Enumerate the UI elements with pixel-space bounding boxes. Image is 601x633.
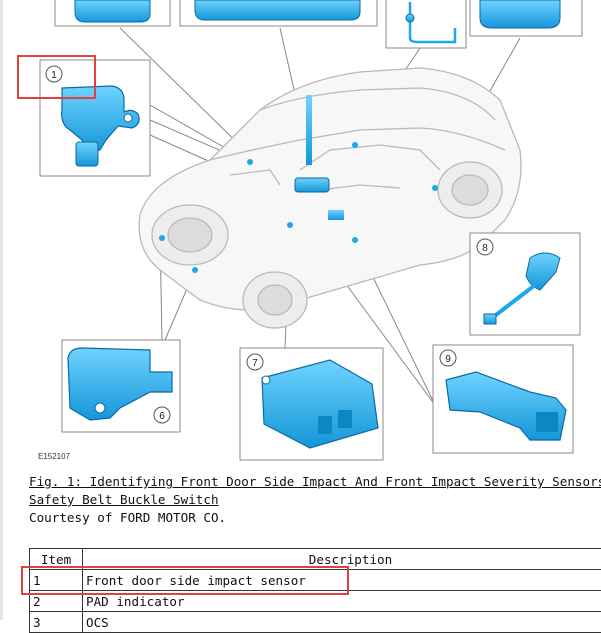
cell-item: 2: [30, 591, 83, 612]
callout-7: 7: [252, 358, 258, 369]
cell-description: OCS: [83, 612, 601, 633]
table-row: 3 OCS: [30, 612, 601, 633]
cell-description: PAD indicator: [83, 591, 601, 612]
component-6-front-impact-severity-sensor: 6: [62, 340, 180, 432]
items-table: Item Description 1 Front door side impac…: [29, 548, 601, 633]
table-row: 2 PAD indicator: [30, 591, 601, 612]
component-8-safety-belt-buckle-switch: 8: [470, 233, 580, 335]
component-7-restraints-control-module: 7: [240, 348, 383, 460]
caption-courtesy: Courtesy of FORD MOTOR CO.: [29, 509, 601, 527]
table-header-row: Item Description: [30, 549, 601, 570]
cell-description: Front door side impact sensor: [83, 570, 601, 591]
callout-1: 1: [51, 70, 57, 81]
callout-8: 8: [482, 243, 488, 254]
header-description: Description: [83, 549, 601, 570]
table-row: 1 Front door side impact sensor: [30, 570, 601, 591]
header-item: Item: [30, 549, 83, 570]
figure-id: E152107: [38, 452, 70, 461]
figure-caption: Fig. 1: Identifying Front Door Side Impa…: [29, 473, 601, 527]
caption-title-line1: Fig. 1: Identifying Front Door Side Impa…: [29, 474, 601, 489]
component-9-occupant-classification-sensor: 9: [433, 345, 573, 453]
caption-title-line2: Safety Belt Buckle Switch: [29, 492, 219, 507]
vehicle-illustration: [139, 68, 521, 328]
component-1-front-door-side-impact-sensor: 1: [40, 60, 150, 176]
cell-item: 1: [30, 570, 83, 591]
callout-6: 6: [159, 411, 165, 422]
top-component-boxes: [55, 0, 582, 48]
airbag-components-figure: 1 8: [0, 0, 601, 470]
cell-item: 3: [30, 612, 83, 633]
callout-9: 9: [445, 354, 451, 365]
